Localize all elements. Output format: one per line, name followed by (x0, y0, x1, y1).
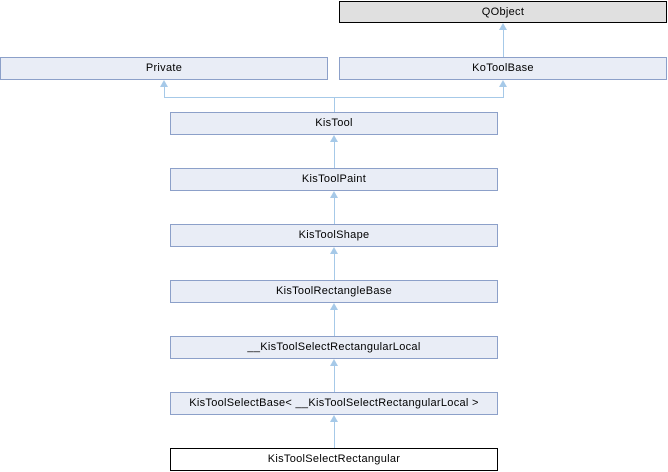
arrowhead-kistoolpaint-kistool (330, 135, 338, 142)
edge-kistoolshape-kistoolpaint (334, 198, 335, 224)
node-kistoolselectrectangularlocal[interactable]: __KisToolSelectRectangularLocal (170, 336, 498, 359)
edge-kotoolbase-qobject (503, 30, 504, 57)
node-kistoolrectanglebase[interactable]: KisToolRectangleBase (170, 280, 498, 303)
arrowhead-kistoolselectbase-local (330, 359, 338, 366)
edge-kistoolselectrectangular-kistoolselectbase (334, 422, 335, 448)
edge-branch-stub (334, 98, 335, 112)
node-kistoolselectbase[interactable]: KisToolSelectBase< __KisToolSelectRectan… (170, 392, 498, 415)
arrowhead-kistool-private (160, 80, 168, 87)
node-kistoolshape[interactable]: KisToolShape (170, 224, 498, 247)
arrowhead-kotoolbase-qobject (499, 23, 507, 30)
edge-kistoolselectbase-local (334, 366, 335, 392)
node-kistoolselectrectangular: KisToolSelectRectangular (170, 448, 498, 471)
edge-kistoolrectanglebase-kistoolshape (334, 254, 335, 280)
edge-kistool-private (164, 87, 165, 97)
edge-local-kistoolrectanglebase (334, 310, 335, 336)
arrowhead-kistool-kotoolbase (499, 80, 507, 87)
edge-kistool-kotoolbase (503, 87, 504, 97)
arrowhead-kistoolrectanglebase-kistoolshape (330, 247, 338, 254)
arrowhead-kistoolshape-kistoolpaint (330, 191, 338, 198)
node-kotoolbase[interactable]: KoToolBase (339, 57, 667, 80)
edge-kistoolpaint-kistool (334, 142, 335, 168)
node-qobject: QObject (339, 1, 667, 23)
node-kistoolpaint[interactable]: KisToolPaint (170, 168, 498, 191)
arrowhead-kistoolselectrectangular-kistoolselectbase (330, 415, 338, 422)
edge-branch-horizontal (164, 97, 504, 98)
node-kistool[interactable]: KisTool (170, 112, 498, 135)
arrowhead-local-kistoolrectanglebase (330, 303, 338, 310)
node-private[interactable]: Private (0, 57, 328, 80)
